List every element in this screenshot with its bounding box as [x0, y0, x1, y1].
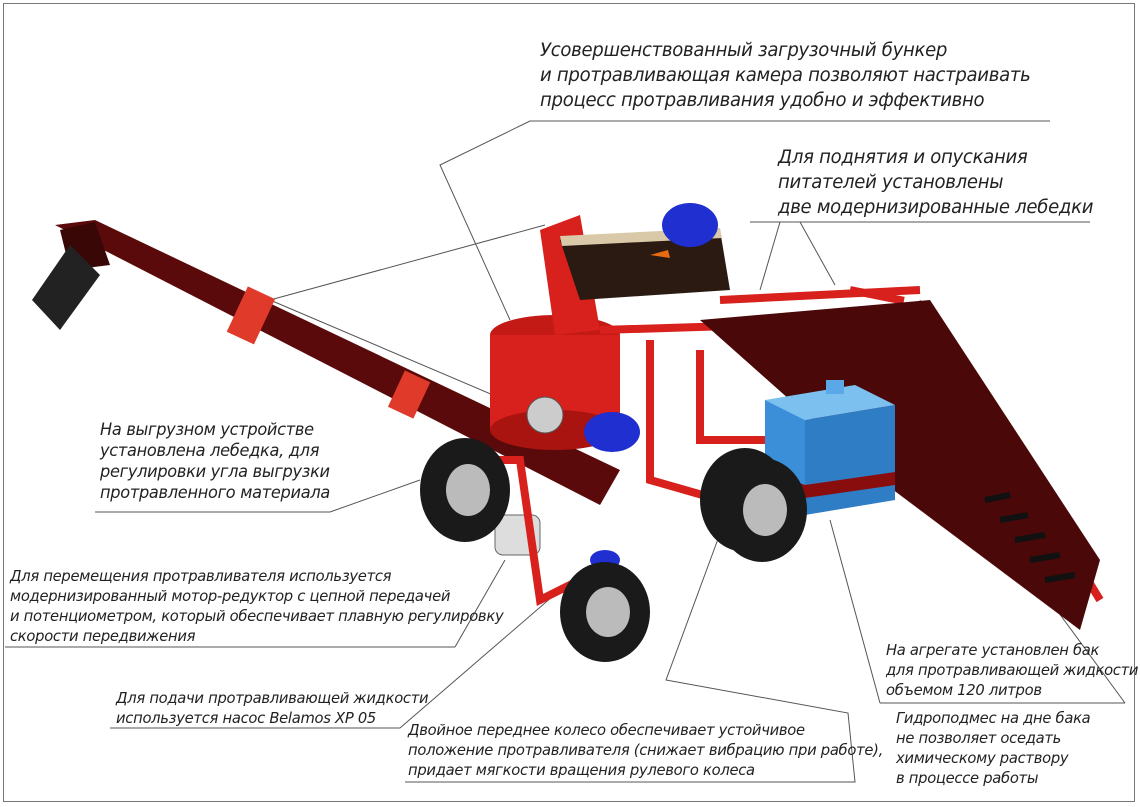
line: скорости передвижения: [10, 627, 196, 645]
line: химическому раствору: [896, 749, 1069, 767]
line: На агрегате установлен бак: [886, 641, 1100, 659]
line: Для подачи протравливающей жидкости: [116, 689, 429, 707]
border-frame: [3, 3, 1135, 802]
line: и протравливающая камера позволяют настр…: [540, 64, 1031, 86]
line: Усовершенствованный загрузочный бункер: [540, 39, 948, 61]
annotation-winches: Для поднятия и опускания питателей устан…: [778, 145, 1093, 220]
line: и потенциометром, который обеспечивает п…: [10, 607, 504, 625]
annotation-hopper: Усовершенствованный загрузочный бункер и…: [540, 38, 1031, 113]
line: процесс протравливания удобно и эффектив…: [540, 89, 985, 111]
feeder-conveyor: [700, 300, 1100, 630]
feeder-slats: [984, 492, 1076, 583]
motor-reducer: [584, 412, 640, 452]
unloading-auger: [32, 220, 620, 505]
line: Двойное переднее колесо обеспечивает уст…: [408, 721, 805, 739]
line: На выгрузном устройстве: [100, 420, 314, 440]
annotation-wheel: Двойное переднее колесо обеспечивает уст…: [408, 720, 883, 780]
line: модернизированный мотор-редуктор с цепно…: [10, 587, 451, 605]
annotation-motor: Для перемещения протравливателя использу…: [10, 566, 504, 646]
line: придает мягкости вращения рулевого колес…: [408, 761, 755, 779]
line: установлена лебедка, для: [100, 441, 320, 461]
line: Для перемещения протравливателя использу…: [10, 567, 392, 585]
line: используется насос Belamos XP 05: [116, 709, 376, 727]
wheels: [420, 438, 807, 662]
line: две модернизированные лебедки: [778, 196, 1094, 218]
annotation-unloader: На выгрузном устройстве установлена лебе…: [100, 420, 330, 504]
unloader-winch: [526, 396, 564, 434]
annotation-mixer: Гидроподмес на дне бака не позволяет осе…: [896, 708, 1091, 788]
line: объемом 120 литров: [886, 681, 1042, 699]
annotation-pump: Для подачи протравливающей жидкости испо…: [116, 688, 429, 728]
annotation-tank: На агрегате установлен бак для протравли…: [886, 640, 1138, 700]
line: Гидроподмес на дне бака: [896, 709, 1091, 727]
line: для протравливающей жидкости: [886, 661, 1139, 679]
line: не позволяет оседать: [896, 729, 1062, 747]
line: регулировки угла выгрузки: [100, 462, 330, 482]
line: в процессе работы: [896, 769, 1039, 787]
line: протравленного материала: [100, 483, 330, 503]
line: Для поднятия и опускания: [778, 146, 1028, 168]
line: питателей установлены: [778, 171, 1004, 193]
line: положение протравливателя (снижает вибра…: [408, 741, 883, 759]
